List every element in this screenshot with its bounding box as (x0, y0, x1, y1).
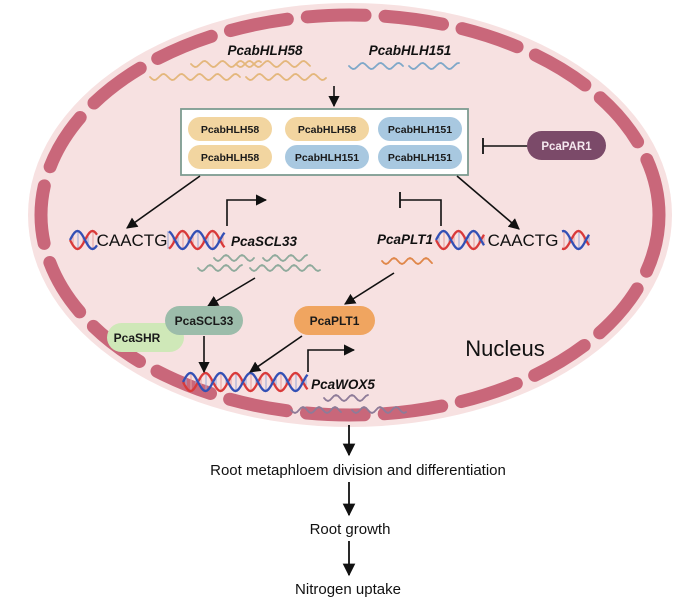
mrna-wave-wox5 (323, 394, 369, 402)
pcapar1-label: PcaPAR1 (541, 141, 592, 153)
complex-subunit-label: PcabHLH58 (298, 124, 357, 136)
mrna-wave-wox5 (290, 406, 342, 414)
complex-subunit-label: PcabHLH151 (388, 152, 452, 164)
gene-label-pcascl33: PcaSCL33 (231, 234, 298, 249)
pcaplt1-protein (294, 306, 375, 335)
right-binding-motif: CAACTG (488, 231, 559, 250)
tss-arrow-pcascl33 (226, 194, 268, 226)
dna-helix-wox5 (181, 371, 309, 393)
nucleus-label: Nucleus (465, 336, 544, 361)
complex-subunit (285, 145, 369, 169)
nuclear-membrane (34, 8, 666, 422)
gene-label-pcawox5: PcaWOX5 (311, 377, 375, 392)
complex-subunit-label: PcabHLH151 (295, 152, 359, 164)
complex-subunit (188, 117, 272, 141)
dna-helices (68, 229, 590, 393)
arrow-plt1-mrna-to-protein (344, 272, 395, 305)
mrna-wave-wox5 (351, 406, 407, 414)
complex-subunit-label: PcabHLH58 (201, 124, 260, 136)
mrna-wave-hlh151 (408, 62, 460, 70)
pcascl33-label: PcaSCL33 (175, 314, 234, 328)
dna-helix-right (434, 229, 590, 251)
mrna-wave-hlh151 (348, 62, 404, 70)
mrna-wave-scl33 (213, 254, 255, 262)
mrna-waves (149, 60, 460, 414)
arrow-complex-to-plt1-promoter (456, 175, 520, 230)
complex-subunit (188, 145, 272, 169)
arrow-plt1-to-wox5 (249, 335, 303, 373)
complex-subunit-label: PcabHLH151 (388, 124, 452, 136)
outcome-root-growth: Root growth (310, 521, 391, 538)
left-binding-motif: CAACTG (97, 231, 168, 250)
self-inhibition-pcaplt1 (400, 199, 442, 226)
complex-subunit (378, 117, 462, 141)
tss-arrow-pcawox5 (307, 344, 356, 372)
mrna-wave-hlh58 (245, 73, 327, 81)
complex-subunit (285, 117, 369, 141)
mrna-wave-scl33 (197, 264, 243, 272)
dna-helix-left (68, 229, 226, 251)
pcascl33-protein (165, 306, 243, 335)
gene-label-pcaplt1: PcaPLT1 (377, 232, 433, 247)
gene-label-pcabhlh151: PcabHLH151 (369, 43, 452, 58)
mrna-wave-scl33 (262, 254, 308, 262)
mrna-wave-plt1 (381, 257, 433, 265)
mrna-wave-hlh58 (190, 60, 262, 68)
mrna-wave-hlh58 (235, 60, 311, 68)
mrna-wave-hlh58 (149, 73, 241, 81)
gene-label-pcabhlh58: PcabHLH58 (227, 43, 303, 58)
pcaplt1-label: PcaPLT1 (310, 314, 360, 328)
pcashr-protein (107, 323, 184, 352)
outcome-nitrogen-uptake: Nitrogen uptake (295, 581, 401, 598)
pcapar1-protein (527, 131, 606, 160)
complex-subunit (378, 145, 462, 169)
pcashr-label: PcaSHR (114, 331, 161, 345)
arrow-complex-to-scl33-promoter (126, 175, 201, 229)
complex-subunit-label: PcabHLH58 (201, 152, 260, 164)
outcome-root-metaphloem: Root metaphloem division and differentia… (210, 462, 506, 479)
mrna-wave-scl33 (249, 264, 321, 272)
arrow-scl33-mrna-to-protein (207, 277, 256, 307)
